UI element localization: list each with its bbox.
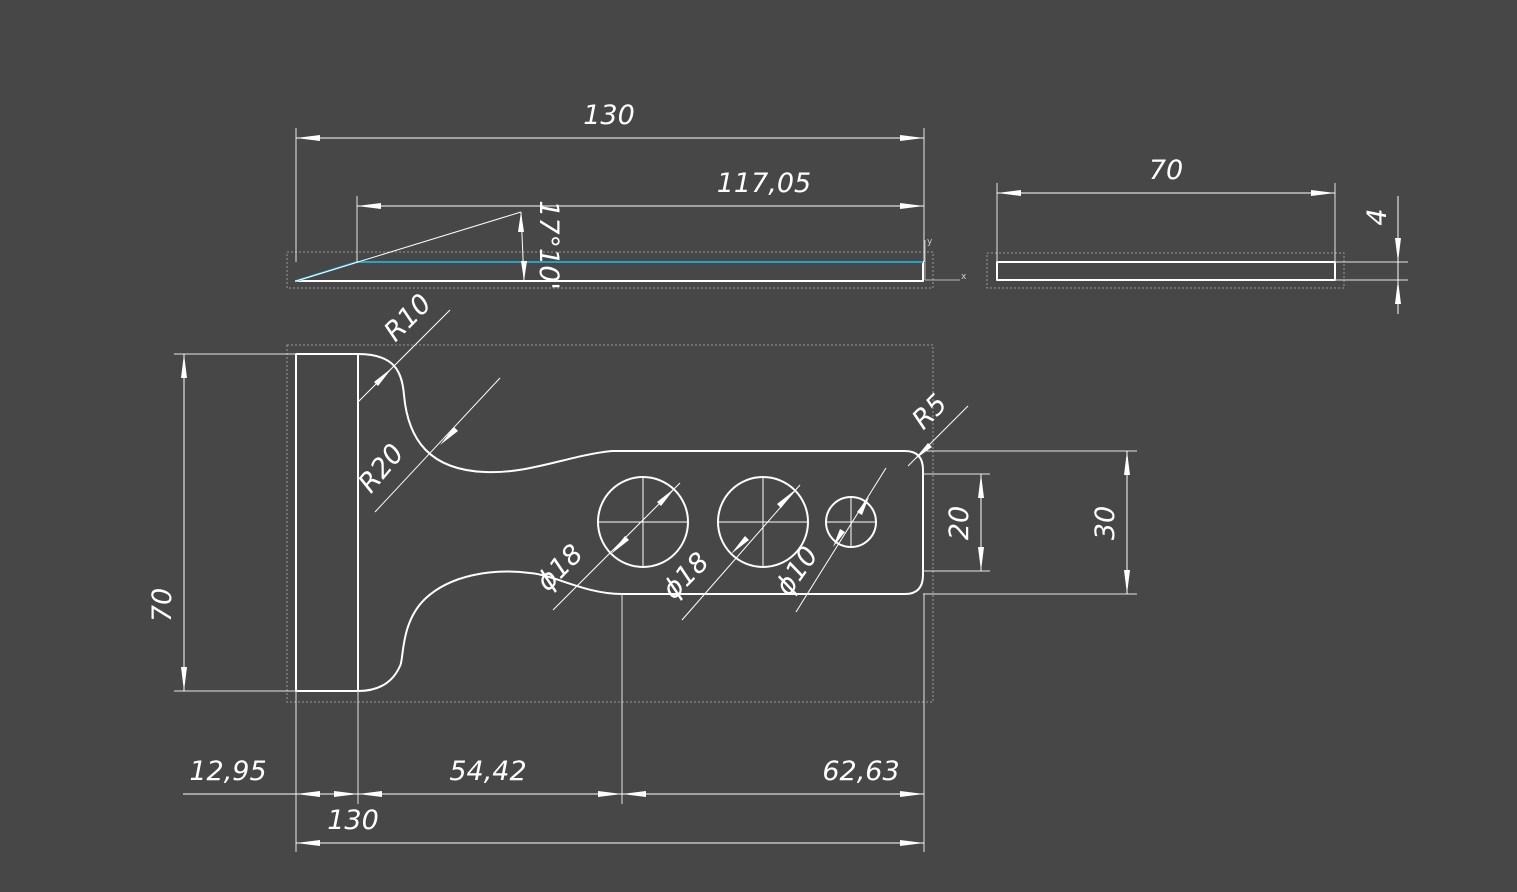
dim-20-arrow-bottom: [978, 547, 984, 571]
side-view-frame: [986, 252, 1345, 289]
dim-4-arrow-top: [1395, 238, 1401, 262]
hole-3-leader: [795, 467, 887, 613]
dim-4-arrow-bottom: [1395, 280, 1401, 304]
dim-top-total: 130: [583, 100, 635, 131]
angle-arrow-top: [518, 212, 524, 232]
dim-side70-arrow-right: [1311, 190, 1335, 196]
dim-tip-width: 30: [1090, 506, 1121, 540]
dim-bottom-mid: 54,42: [449, 756, 526, 787]
plan-view: ϕ18 ϕ18 ϕ10 R10 R20 R5 20 30: [147, 288, 1137, 852]
r10-arrow: [374, 368, 392, 386]
r20-arrow: [440, 427, 458, 445]
dim-plan70-arrow-bottom: [181, 667, 187, 691]
hole-2-arrow-b: [731, 536, 749, 554]
dim-plan-height: 70: [147, 588, 178, 622]
dim-20-arrow-top: [978, 474, 984, 498]
hole-2-leader: [681, 484, 801, 621]
dim-bottom-offset: 12,95: [189, 756, 266, 787]
dim-chain-arrow-4: [598, 791, 622, 797]
hole-1-leader: [552, 482, 681, 611]
hole-3-arrow-a: [857, 497, 869, 515]
hole-3-arrow-b: [833, 529, 845, 547]
angle-arrow-bottom: [521, 261, 527, 281]
dim-30-arrow-bottom: [1124, 570, 1130, 594]
hole-2-label: ϕ18: [657, 547, 716, 606]
dim-117-arrow-left: [357, 203, 381, 209]
dim-plan70-arrow-top: [181, 354, 187, 378]
dim-117-arrow-right: [900, 203, 924, 209]
r10-label: R10: [378, 288, 437, 347]
hole-1-arrow-a: [657, 488, 675, 506]
dim-chain-arrow-5: [622, 791, 646, 797]
r10-leader: [357, 309, 451, 403]
dim-bottom-right: 62,63: [822, 756, 899, 787]
hole-3-label: ϕ10: [769, 541, 824, 602]
hole-2-arrow-a: [777, 490, 795, 508]
r20-label: R20: [353, 438, 411, 499]
dim-30-arrow-top: [1124, 451, 1130, 475]
dim-side-thickness: 4: [1362, 208, 1393, 225]
angle-ray: [295, 211, 522, 282]
handle-block: [295, 353, 359, 692]
side-view-body: [996, 261, 1336, 281]
x-axis-label: x: [961, 272, 967, 282]
dim-bottom-total-arrow-right: [900, 840, 924, 846]
dim-tip-width-inner: 20: [944, 506, 975, 540]
top-view: x y 130 117,05 17°10': [286, 100, 967, 290]
dim-bottom-total-arrow-left: [296, 840, 320, 846]
top-view-frame: [286, 251, 934, 289]
hole-1-arrow-b: [611, 536, 629, 554]
dim-130-arrow-left: [296, 135, 320, 141]
dim-chain-arrow-2: [334, 791, 358, 797]
dim-top-bevel-length: 117,05: [717, 168, 811, 199]
dim-side70-arrow-left: [997, 190, 1021, 196]
dim-top-bevel-angle: 17°10': [533, 200, 564, 290]
r5-label: R5: [906, 388, 953, 435]
r20-leader: [374, 377, 501, 513]
part-outline: [357, 353, 924, 692]
y-axis-label: y: [927, 237, 933, 247]
dim-chain-arrow-6: [900, 791, 924, 797]
dim-130-arrow-right: [900, 135, 924, 141]
hole-1-label: ϕ18: [531, 539, 590, 598]
side-view: 70 4: [986, 155, 1408, 314]
dim-chain-arrow-1: [296, 791, 320, 797]
plan-view-frame: [286, 344, 934, 703]
dim-side-width: 70: [1149, 155, 1183, 186]
dim-chain-arrow-3: [358, 791, 382, 797]
dim-bottom-total: 130: [327, 805, 379, 836]
